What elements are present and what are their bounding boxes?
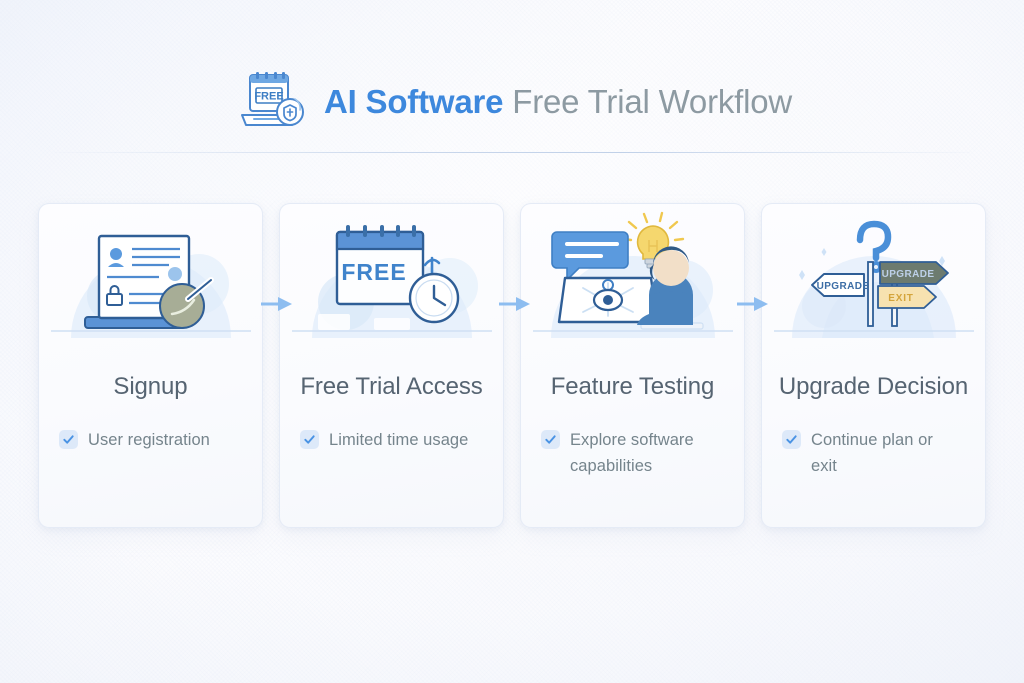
bullet-text: Limited time usage <box>329 431 469 450</box>
header: FREE AI Software Free Trial Workflow <box>0 66 1024 138</box>
step-card-signup[interactable]: Signup User registration <box>38 203 263 528</box>
svg-text:FREE: FREE <box>341 259 406 285</box>
check-icon <box>782 430 801 450</box>
page-title-secondary: Free Trial Workflow <box>512 83 793 120</box>
arrow-feature-testing-to-upgrade <box>737 293 769 315</box>
check-icon <box>300 430 319 450</box>
bullet-item: User registration <box>59 428 240 454</box>
bullet-text: Continue plan or exit <box>811 431 933 475</box>
calendar-clock-free-icon: FREE <box>280 210 503 338</box>
bullet-text: User registration <box>88 431 210 450</box>
check-icon <box>59 430 78 450</box>
step-title: Signup <box>113 373 188 400</box>
page-title: AI Software Free Trial Workflow <box>324 83 792 121</box>
bullet-item: Limited time usage <box>300 428 481 454</box>
page-title-primary: AI Software <box>323 83 504 120</box>
step-title: Feature Testing <box>550 373 715 400</box>
svg-text:UPGRADE: UPGRADE <box>881 269 934 280</box>
step-title: Upgrade Decision <box>778 373 969 400</box>
free-trial-laptop-badge-icon: FREE <box>232 71 310 133</box>
person-monitor-lightbulb-icon <box>521 210 744 338</box>
workflow-step-cards: Signup User registration <box>38 203 986 528</box>
header-divider <box>54 152 970 153</box>
svg-text:EXIT: EXIT <box>888 293 913 304</box>
signpost-decision-icon: UPGRADE UPGRADE EXIT <box>762 210 985 338</box>
user-registration-form-icon <box>39 210 262 338</box>
svg-text:UPGRADE: UPGRADE <box>816 281 869 292</box>
step-title: Free Trial Access <box>300 373 483 400</box>
step-bullets: Explore software capabilities <box>521 428 744 479</box>
check-icon <box>541 430 560 450</box>
bullet-item: Continue plan or exit <box>782 428 963 479</box>
svg-text:FREE: FREE <box>254 91 283 103</box>
arrow-free-trial-to-feature-testing <box>499 293 531 315</box>
arrow-signup-to-free-trial <box>261 293 293 315</box>
step-card-upgrade-decision[interactable]: UPGRADE UPGRADE EXIT Upgrade Decision <box>761 203 986 528</box>
step-card-feature-testing[interactable]: Feature Testing Explore software capabil… <box>520 203 745 528</box>
step-bullets: Continue plan or exit <box>762 428 985 479</box>
bullet-item: Explore software capabilities <box>541 428 722 479</box>
bullet-text: Explore software capabilities <box>570 431 694 475</box>
step-bullets: Limited time usage <box>280 428 503 454</box>
step-bullets: User registration <box>39 428 262 454</box>
step-card-free-trial-access[interactable]: FREE Free Trial Access <box>279 203 504 528</box>
